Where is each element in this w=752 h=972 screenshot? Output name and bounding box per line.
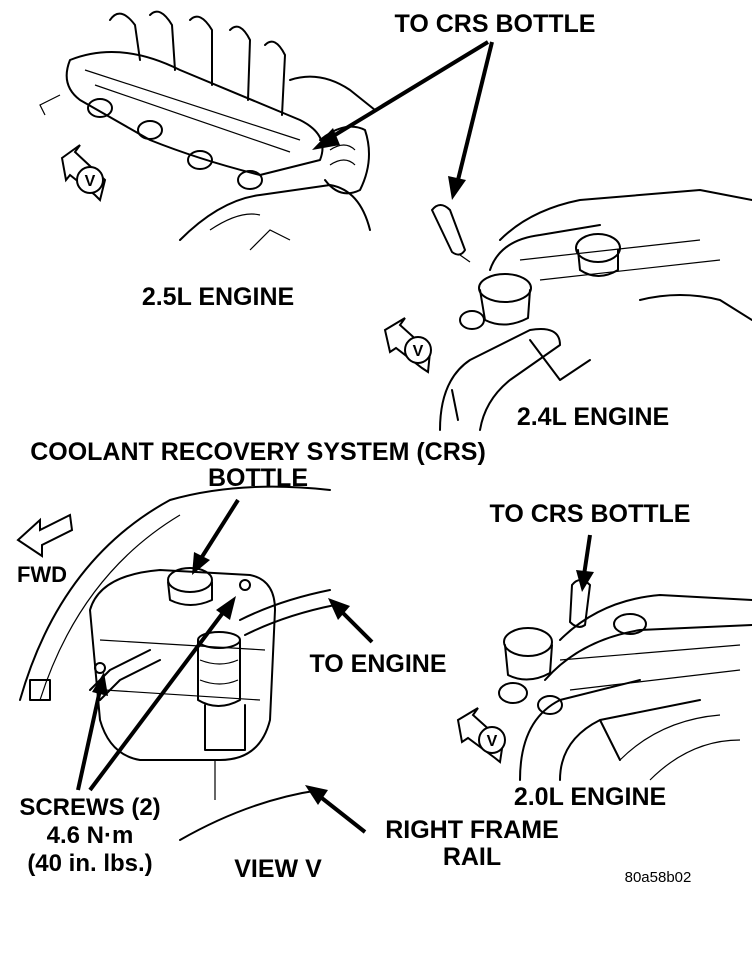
label-right-frame-line1: RIGHT FRAME	[385, 816, 559, 844]
svg-text:V: V	[413, 343, 424, 360]
label-engine-24: 2.4L ENGINE	[517, 403, 669, 431]
engine-24-illustration: V	[383, 189, 752, 431]
label-to-crs-bottle-top: TO CRS BOTTLE	[395, 10, 596, 38]
view-v-marker-icon: V	[60, 144, 107, 202]
screws-arrows	[76, 596, 236, 792]
label-screws-line3: (40 in. lbs.)	[27, 850, 152, 877]
crs-bottle-pointer	[192, 498, 240, 575]
fwd-arrow-icon	[16, 513, 74, 558]
engine-25-illustration: V	[39, 10, 376, 251]
label-engine-25: 2.5L ENGINE	[142, 283, 294, 311]
label-view-v: VIEW V	[234, 855, 322, 883]
right-frame-rail-arrow	[305, 785, 367, 834]
to-crs-arrows-top	[312, 40, 494, 200]
svg-text:V: V	[487, 733, 498, 750]
label-right-frame-line2: RAIL	[443, 843, 501, 871]
view-v-marker-icon: V	[456, 707, 506, 764]
figure-id: 80a58b02	[625, 869, 692, 886]
label-to-crs-bottle-right: TO CRS BOTTLE	[490, 500, 691, 528]
to-engine-arrow	[328, 598, 374, 644]
label-fwd: FWD	[17, 562, 67, 587]
label-to-engine: TO ENGINE	[309, 650, 446, 678]
label-engine-20: 2.0L ENGINE	[514, 783, 666, 811]
engine-20-illustration: V	[456, 579, 752, 781]
crs-bottle-illustration	[19, 485, 336, 841]
label-crs-line1: COOLANT RECOVERY SYSTEM (CRS)	[30, 438, 486, 466]
view-v-marker-icon: V	[383, 317, 432, 374]
label-screws-line2: 4.6 N·m	[47, 822, 134, 849]
svg-text:V: V	[85, 173, 96, 190]
to-crs-arrow-right	[576, 534, 594, 592]
label-screws-line1: SCREWS (2)	[19, 794, 160, 821]
